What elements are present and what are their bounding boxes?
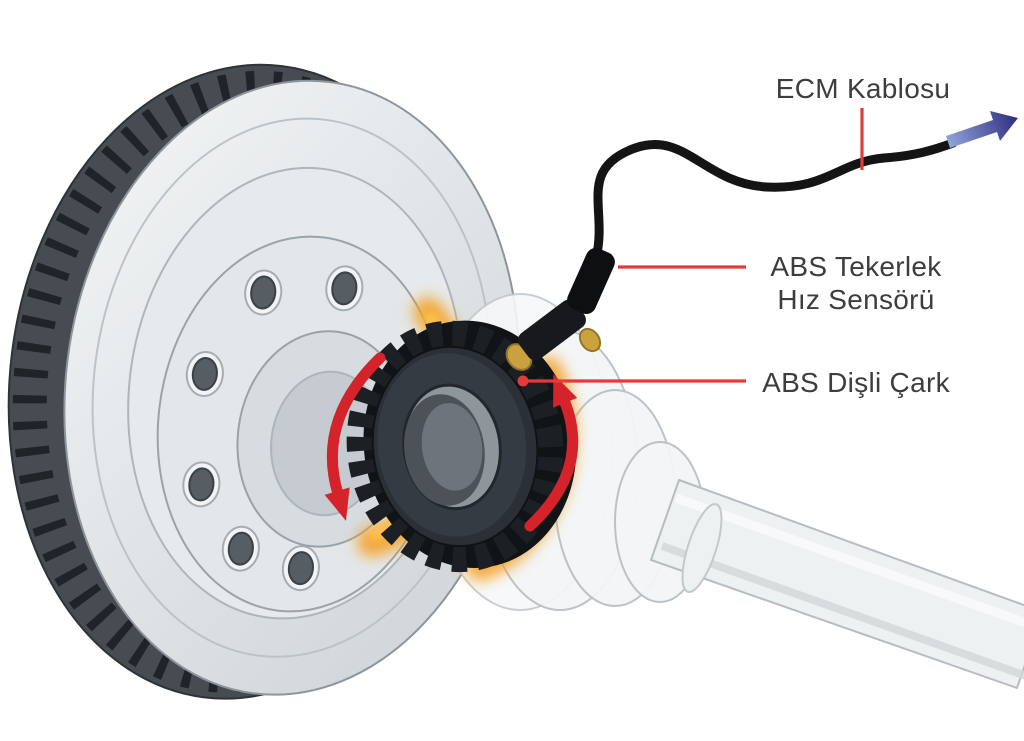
sensor-body [518,299,586,361]
tone-ring-teeth [346,320,564,573]
hub-bolt-holes [182,265,364,592]
label-wheel-speed-sensor-line1: ABS Tekerlek [770,251,942,282]
rotation-arrows [324,352,579,532]
rotation-arrow-right [524,374,579,532]
sensor-bolt [578,327,602,353]
ecm-direction-arrow [946,111,1018,148]
leader-lines [517,108,864,387]
label-wheel-speed-sensor: ABS Tekerlek Hız Sensörü [736,250,976,316]
rotation-arrow-left [324,352,386,521]
abs-sensor [505,247,615,371]
axle-shaft [649,478,1024,690]
tone-ring-bore-inner [421,403,483,491]
label-ecm-cable: ECM Kablosu [775,73,951,104]
sensor-boot [567,247,615,315]
leader-dot-tone-ring [517,375,529,387]
ecm-cable [591,138,958,263]
label-wheel-speed-sensor-line2: Hız Sensörü [777,284,935,316]
label-tone-ring: ABS Dişli Çark [762,367,950,398]
axle-collar [681,503,723,593]
